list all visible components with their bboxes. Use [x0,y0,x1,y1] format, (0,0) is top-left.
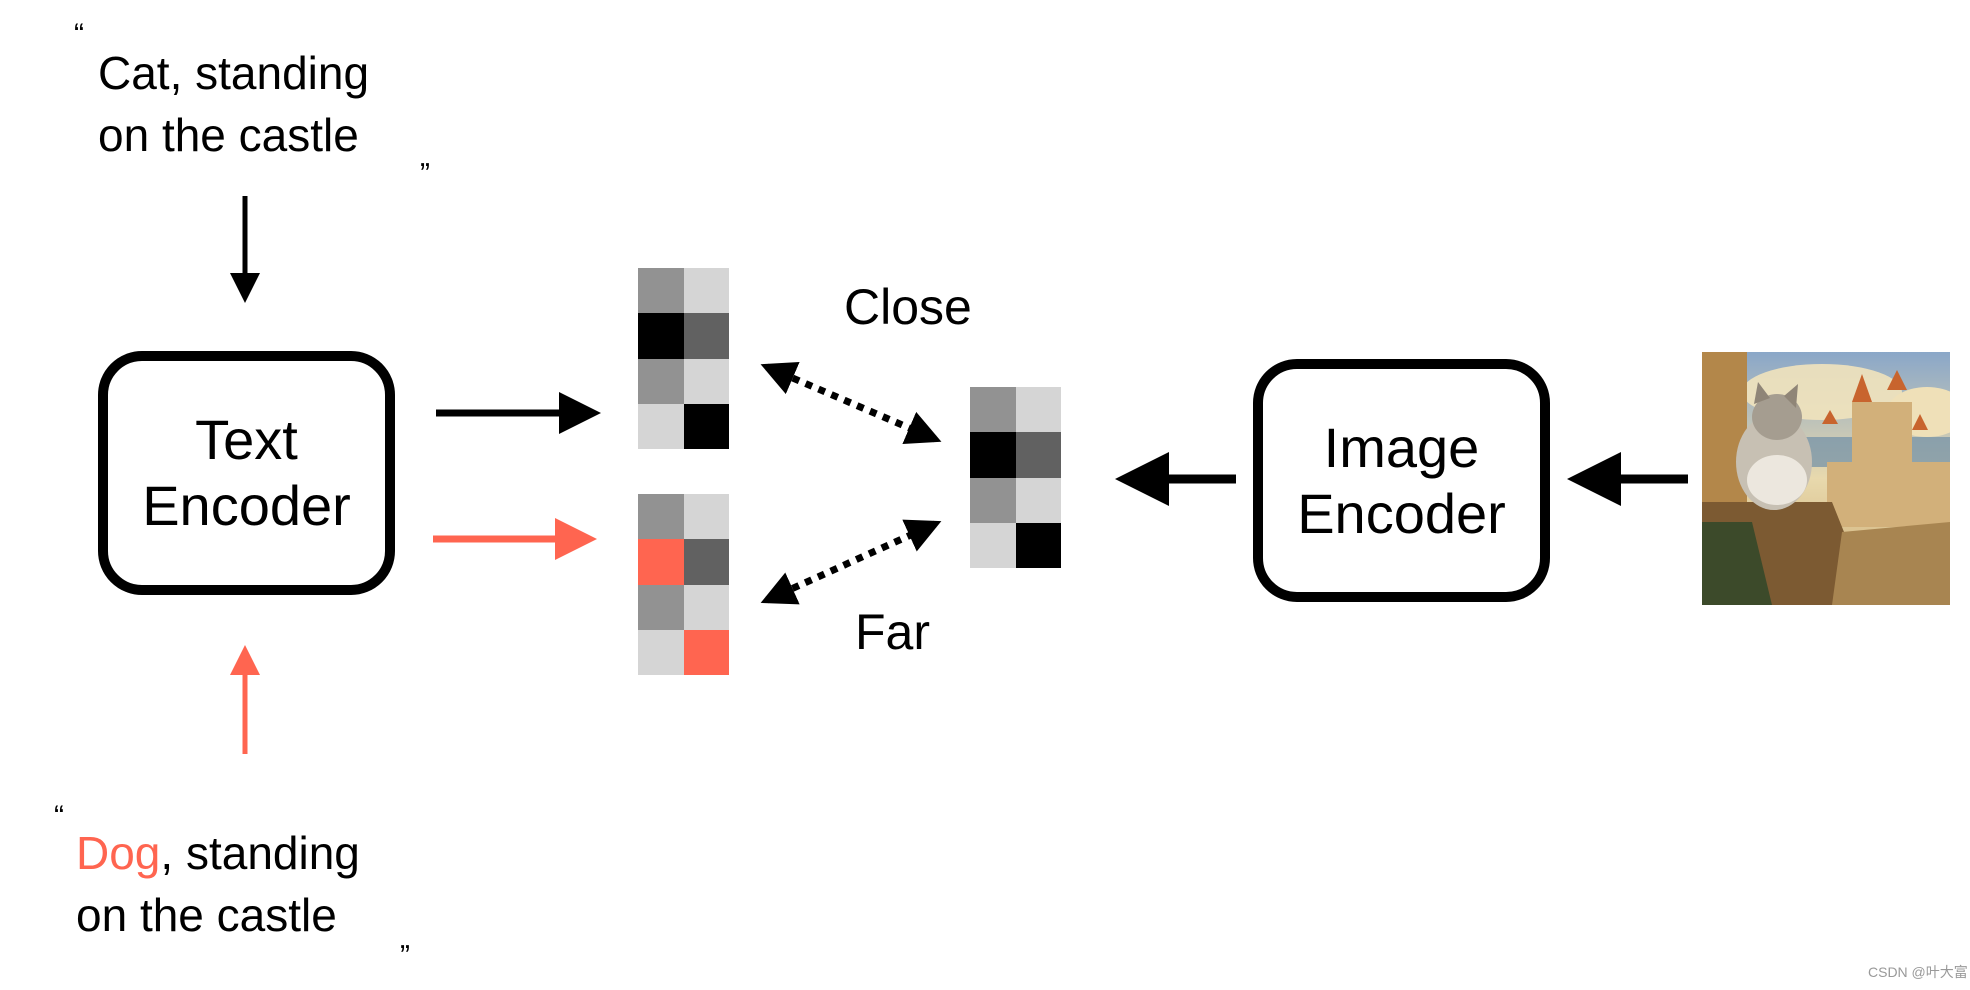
embedding-cell [1015,477,1061,523]
close-label: Close [844,279,972,335]
embedding-cell [683,584,729,630]
embedding-cell [638,629,684,675]
negative-prompt: Dog, standing on the castle [76,822,360,946]
cat-castle-image [1702,352,1950,605]
negative-highlight-word: Dog [76,827,161,879]
far-double-arrow [760,519,942,605]
embedding-cell [638,268,684,314]
embedding-cell [683,629,729,675]
image-encoder-line1: Image [1323,415,1480,479]
open-quote: “ [54,800,64,833]
embedding-cell [638,358,684,404]
negative-prompt-line2: on the castle [76,889,337,941]
embedding-cell [1015,522,1061,568]
positive-prompt-line1: Cat, standing [98,47,370,99]
embedding-cell [683,268,729,314]
cat-text-embedding [638,268,729,449]
image-embedding [970,387,1061,568]
embedding-cell [683,358,729,404]
embedding-cell [638,494,684,540]
embedding-cell [683,494,729,540]
embedding-cell [683,539,729,585]
close-quote: „ [400,922,410,955]
positive-prompt-line2: on the castle [98,109,359,161]
embedding-cell [1015,432,1061,478]
image-encoder-line2: Encoder [1297,481,1506,545]
text-encoder-line1: Text [195,408,298,471]
far-label: Far [855,604,930,660]
negative-prompt-line1: Dog, standing [76,822,360,884]
text-encoder-line2: Encoder [142,474,351,537]
embedding-cell [1015,387,1061,433]
dog-text-embedding [638,494,729,675]
embedding-cell [970,432,1016,478]
watermark: CSDN @叶大富 [1868,964,1968,980]
embedding-cell [970,387,1016,433]
positive-prompt: Cat, standing on the castle [98,42,369,166]
open-quote: “ [74,18,84,51]
embedding-cell [638,313,684,359]
embedding-cell [683,403,729,449]
close-double-arrow [760,361,942,445]
embedding-cell [683,313,729,359]
negative-prompt-rest: , standing [160,827,360,879]
embedding-cell [638,403,684,449]
close-quote: „ [420,140,430,173]
embedding-cell [638,584,684,630]
embedding-cell [970,522,1016,568]
embedding-cell [638,539,684,585]
embedding-cell [970,477,1016,523]
